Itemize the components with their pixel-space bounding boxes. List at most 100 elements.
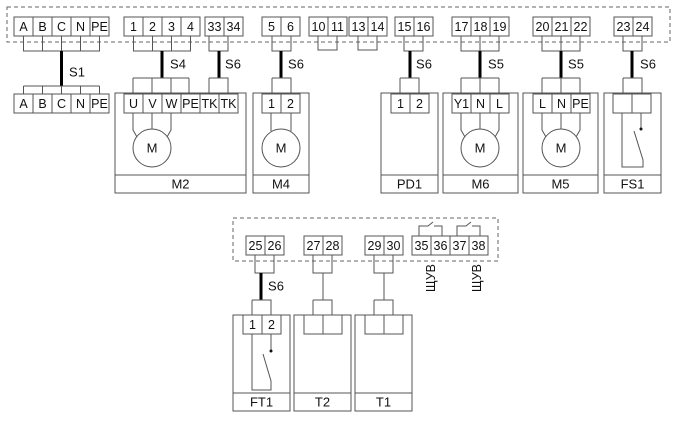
shchuv-label: ЩУВ: [424, 264, 438, 292]
terminal-group-13-14: 13 14: [348, 16, 388, 51]
device-label: T1: [376, 395, 391, 410]
terminal[interactable]: [223, 16, 244, 37]
device-m2[interactable]: M2 U V W PE TK TK M: [114, 92, 247, 194]
switch-icon: [251, 334, 272, 391]
terminal-label: 30: [387, 239, 401, 253]
terminal-label: 19: [493, 20, 507, 34]
terminal-group-m6: 17 18 19 S5: [451, 16, 510, 94]
terminal-label: 13: [352, 20, 366, 34]
device-label: FT1: [250, 395, 273, 410]
terminal-group-m5: 20 21 22 S5: [532, 16, 591, 94]
terminal-label: L: [539, 97, 546, 111]
device-label: M4: [272, 177, 290, 192]
device-fs1[interactable]: FS1: [603, 92, 662, 194]
cable-label-s6: S6: [640, 57, 656, 72]
terminal-label: 21: [555, 20, 569, 34]
switch-contact-dot: [639, 127, 643, 131]
device-m5[interactable]: M5 L N PE M: [522, 92, 599, 194]
terminal[interactable]: [409, 93, 430, 114]
terminal-label: 27: [307, 239, 321, 253]
terminal-label: 29: [368, 239, 382, 253]
terminal-label: 15: [398, 20, 412, 34]
terminal-label: 2: [149, 20, 156, 34]
terminal-group-shchuv-2: 37 38 ЩУВ: [449, 221, 489, 292]
device-m4[interactable]: M4 1 2 M: [252, 92, 310, 194]
terminal-label: 1: [130, 20, 137, 34]
terminal-label: C: [57, 20, 66, 34]
terminal-label: 23: [617, 20, 631, 34]
terminal-label: 22: [574, 20, 588, 34]
device-label: M5: [551, 177, 569, 192]
terminal-label: Y1: [454, 97, 469, 111]
terminal-label: 4: [187, 20, 194, 34]
motor-symbol: M: [556, 141, 567, 156]
device-label: M6: [471, 177, 489, 192]
terminal-label: 3: [168, 20, 175, 34]
terminal-label: V: [148, 97, 157, 111]
terminal-group-abc: A B C N PE S1 A B C N PE: [13, 16, 110, 114]
terminal-group-m2-power: 1 2 3 4 S4: [123, 16, 201, 94]
terminal-group-m4: 5 6 S6: [261, 16, 304, 94]
terminal-group-ft1: 25 26 S6: [245, 235, 285, 315]
terminal-label: A: [19, 20, 28, 34]
motor-symbol: M: [475, 141, 486, 156]
terminal-group-t2: 27 28: [303, 235, 343, 315]
switch-contact-dot: [269, 349, 273, 353]
terminal-label: TK: [221, 97, 238, 111]
terminal-label: 10: [312, 20, 326, 34]
terminal-label: 38: [472, 239, 486, 253]
terminal-label: 20: [536, 20, 550, 34]
motor-symbol: M: [276, 141, 287, 156]
terminal-label: 16: [417, 20, 431, 34]
terminal[interactable]: [218, 93, 239, 114]
terminal[interactable]: [383, 314, 404, 335]
contact-icon: [418, 221, 443, 236]
terminal-label: 2: [416, 97, 423, 111]
cable-label-s5: S5: [568, 57, 584, 72]
device-label: PD1: [397, 177, 422, 192]
device-ft1[interactable]: FT1 1 2: [232, 314, 291, 412]
terminal-label: 5: [268, 20, 275, 34]
contact-icon: [456, 221, 481, 236]
terminal-label: 24: [636, 20, 650, 34]
terminal-label: 33: [208, 20, 222, 34]
terminal[interactable]: [631, 93, 652, 114]
terminal-label: 14: [371, 20, 385, 34]
terminal-label: 18: [474, 20, 488, 34]
motor-symbol: M: [147, 141, 158, 156]
terminal-label: 11: [331, 20, 344, 34]
motor-icon: [132, 128, 172, 168]
terminal[interactable]: [322, 314, 343, 335]
terminal-label: 1: [249, 318, 256, 332]
terminal-label: TK: [202, 97, 219, 111]
terminal-label: 26: [268, 239, 282, 253]
terminal[interactable]: [468, 235, 489, 256]
supply-terminal[interactable]: [89, 93, 110, 114]
terminal-label: 34: [227, 20, 241, 34]
cable-label-s6: S6: [268, 279, 284, 294]
terminal-label: 37: [453, 239, 467, 253]
terminal-label: 2: [268, 318, 275, 332]
terminal-label: N: [76, 20, 85, 34]
terminal-label: 25: [249, 239, 263, 253]
terminal-label: N: [557, 97, 566, 111]
terminal[interactable]: [612, 93, 633, 114]
terminal-label: 28: [326, 239, 340, 253]
device-label: FS1: [621, 177, 645, 192]
terminal[interactable]: [303, 314, 324, 335]
terminal-label: 2: [287, 97, 294, 111]
terminal-label: 6: [287, 20, 294, 34]
device-t2[interactable]: T2: [293, 314, 352, 412]
terminal-group-pd1: 15 16 S6: [394, 16, 434, 94]
terminal-label: 36: [434, 239, 448, 253]
cable-label-s6: S6: [416, 57, 432, 72]
cable-label-s5: S5: [488, 57, 504, 72]
terminal-label: 35: [415, 239, 429, 253]
device-pd1[interactable]: PD1 1 2: [380, 92, 439, 194]
device-t1[interactable]: T1: [354, 314, 413, 412]
terminal-label: U: [129, 97, 138, 111]
motor-icon: [460, 128, 500, 168]
device-m6[interactable]: M6 Y1 N L M: [442, 92, 519, 194]
terminal[interactable]: [364, 314, 385, 335]
